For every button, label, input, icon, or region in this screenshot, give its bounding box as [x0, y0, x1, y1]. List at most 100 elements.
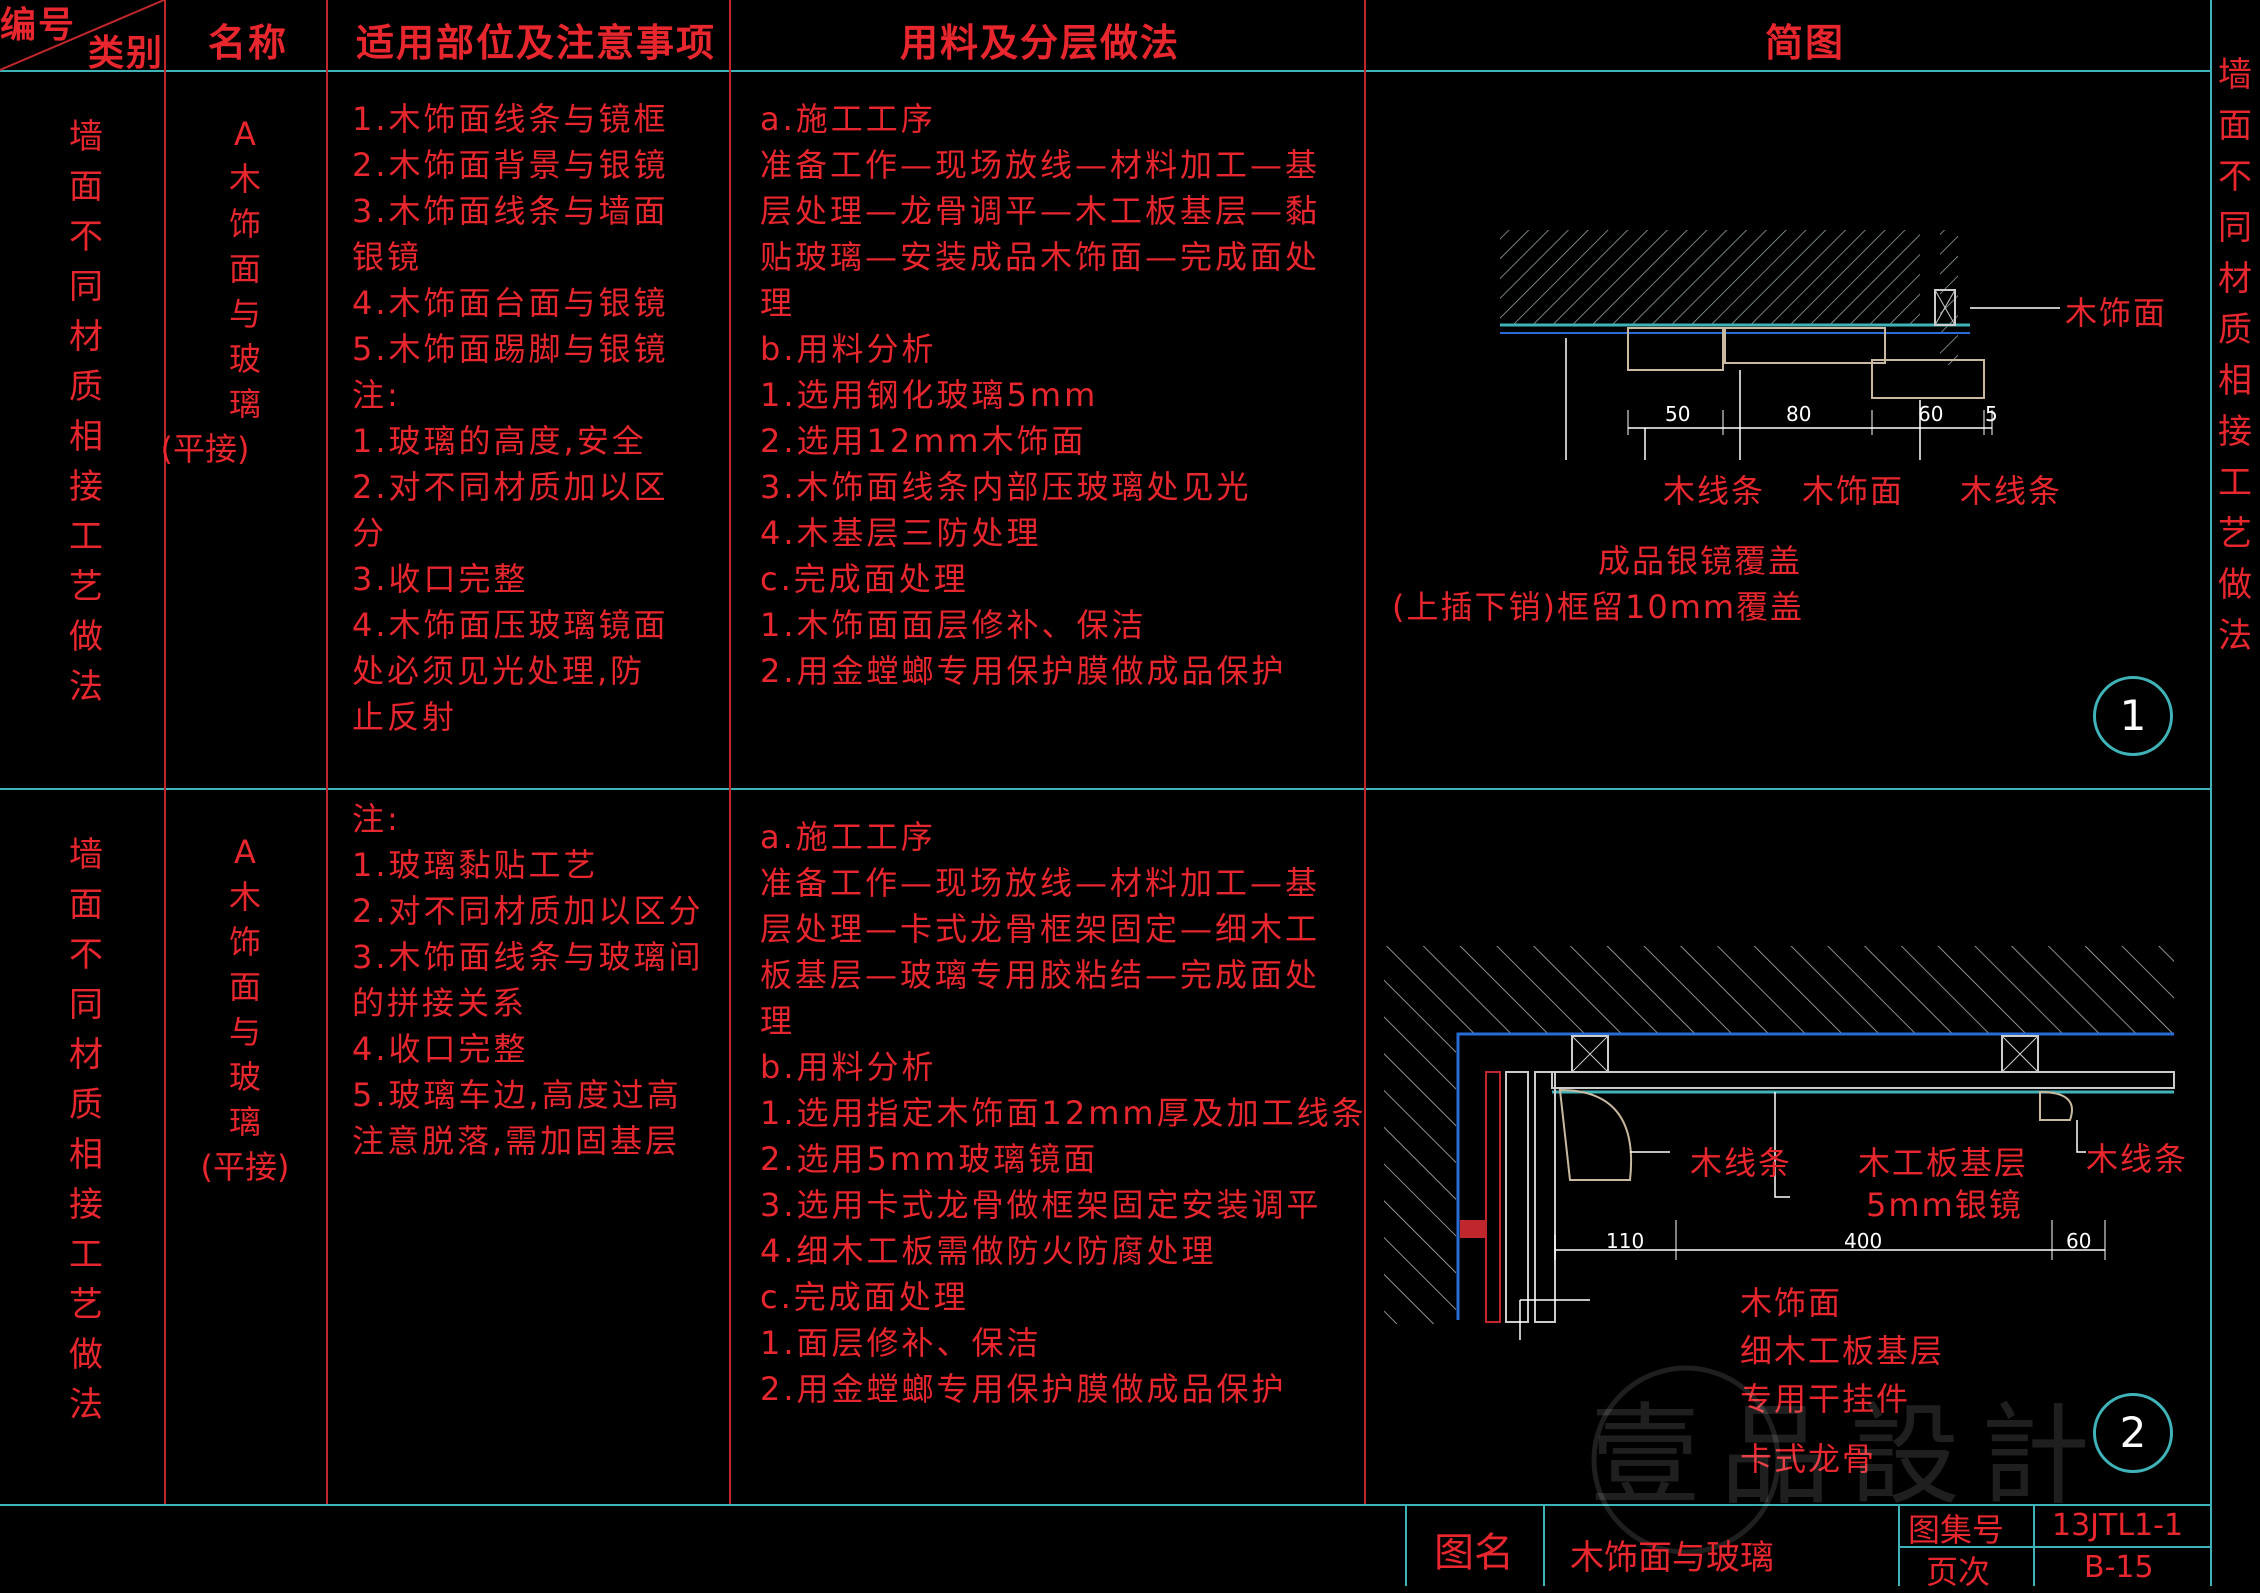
row1-category-char: 墙: [69, 117, 103, 157]
row2-method-line: b.用料分析: [760, 1048, 937, 1086]
header-materials: 用料及分层做法: [900, 21, 1181, 65]
tb-divider-2: [1543, 1506, 1545, 1586]
row1-method-line: 3.木饰面线条内部压玻璃处见光: [760, 468, 1252, 506]
side-title-char: 接: [2218, 412, 2252, 452]
row1-category-char: 不: [69, 217, 103, 257]
side-title-char: 墙: [2218, 55, 2252, 95]
side-title-char: 不: [2218, 157, 2252, 197]
side-title-char: 材: [2218, 259, 2252, 299]
row2-method-line: 准备工作—现场放线—材料加工—基: [760, 864, 1321, 902]
row1-method-line: c.完成面处理: [760, 560, 969, 598]
row1-category-char: 艺: [69, 567, 103, 607]
row1-dim-3: 60: [1918, 402, 1944, 426]
row1-method-line: 层处理—龙骨调平—木工板基层—黏: [760, 192, 1321, 230]
row2-category-char: 不: [69, 935, 103, 975]
row1-note-line: 3.收口完整: [352, 560, 529, 598]
header-diagram: 简图: [1765, 21, 1846, 65]
row1-method-line: 1.选用钢化玻璃5mm: [760, 376, 1099, 414]
row1-note-line: 1.木饰面线条与镜框: [352, 100, 669, 138]
row2-method-line: a.施工工序: [760, 818, 936, 856]
row1-category: 墙面不同材质相接工艺做法: [66, 112, 106, 712]
row1-dim-2: 80: [1786, 402, 1812, 426]
row2-note-line: 4.收口完整: [352, 1030, 529, 1068]
row2-label-keel: 卡式龙骨: [1740, 1440, 1877, 1478]
tb-page-value: B-15: [2084, 1550, 2154, 1585]
row2-name-text: 木饰面与玻璃: [160, 875, 330, 1145]
side-title-char: 做: [2218, 565, 2252, 605]
row2-label-wood-strip-2: 木线条: [2086, 1140, 2189, 1178]
tb-drawing-name-label: 图名: [1434, 1530, 1514, 1576]
row1-label-mirror: 成品银镜覆盖: [1598, 542, 1803, 580]
row1-note-line: 2.对不同材质加以区: [352, 468, 669, 506]
row1-method-line: 理: [760, 284, 796, 322]
row2-method-line: 4.细木工板需做防火防腐处理: [760, 1232, 1217, 1270]
row2-label-wood-strip-1: 木线条: [1690, 1144, 1793, 1182]
row2-method-line: 1.选用指定木饰面12mm厚及加工线条: [760, 1094, 1367, 1132]
row1-note-line: 2.木饰面背景与银镜: [352, 146, 669, 184]
row-divider-line: [0, 788, 2210, 790]
row1-category-char: 接: [69, 467, 103, 507]
row2-category-char: 相: [69, 1135, 103, 1175]
tb-atlas-value: 13JTL1-1: [2052, 1508, 2184, 1543]
row2-detail-number: 2: [2093, 1393, 2173, 1473]
row1-label-wood-face-top: 木饰面: [2065, 294, 2168, 332]
row1-category-char: 做: [69, 617, 103, 657]
row1-category-char: 质: [69, 367, 103, 407]
row1-method: a.施工工序准备工作—现场放线—材料加工—基层处理—龙骨调平—木工板基层—黏贴玻…: [760, 96, 1320, 694]
row1-note-line: 止反射: [352, 698, 458, 736]
row1-method-line: 1.木饰面面层修补、保洁: [760, 606, 1147, 644]
tb-atlas-label: 图集号: [1908, 1511, 2005, 1549]
row1-note-line: 分: [352, 514, 388, 552]
row1-note-line: 4.木饰面压玻璃镜面: [352, 606, 669, 644]
row2-category-char: 材: [69, 1035, 103, 1075]
row2-name-char: 饰: [228, 923, 261, 961]
row2-category: 墙面不同材质相接工艺做法: [66, 830, 106, 1430]
row1-method-line: b.用料分析: [760, 330, 937, 368]
row2-name-char: 木: [228, 878, 261, 916]
row2-category-char: 同: [69, 985, 103, 1025]
row1-category-char: 相: [69, 417, 103, 457]
row1-label-wood-face: 木饰面: [1802, 472, 1905, 510]
row1-note-line: 1.玻璃的高度,安全: [352, 422, 647, 460]
side-title-char: 面: [2218, 106, 2252, 146]
row1-dim-1: 50: [1665, 402, 1691, 426]
row2-name-char: 玻: [228, 1058, 261, 1096]
row2-label-hanger: 专用干挂件: [1740, 1380, 1911, 1418]
row2-category-char: 艺: [69, 1285, 103, 1325]
header-diagonal: [0, 0, 165, 71]
title-block-top-line: [0, 1504, 2210, 1506]
row2-name-char: 璃: [228, 1103, 261, 1141]
row1-name-char: 木: [228, 160, 261, 198]
row1-category-char: 工: [69, 517, 103, 557]
row1-category-char: 面: [69, 167, 103, 207]
row2-diagram: [1384, 946, 2175, 1340]
row1-label-wood-strip-1: 木线条: [1663, 472, 1766, 510]
row1-name-char: 玻: [228, 340, 261, 378]
side-title-char: 同: [2218, 208, 2252, 248]
row2-method-line: 2.选用5mm玻璃镜面: [760, 1140, 1099, 1178]
row2-label-mirror: 5mm银镜: [1866, 1186, 2023, 1224]
row1-name-char: 面: [228, 250, 261, 288]
row1-method-line: 4.木基层三防处理: [760, 514, 1042, 552]
row1-category-char: 法: [69, 667, 103, 707]
row2-method-line: 1.面层修补、保洁: [760, 1324, 1042, 1362]
row2-method-line: 3.选用卡式龙骨做框架固定安装调平: [760, 1186, 1322, 1224]
col-divider-1: [164, 0, 166, 1504]
col-divider-4: [1364, 0, 1366, 1504]
row1-category-char: 同: [69, 267, 103, 307]
row2-category-char: 做: [69, 1335, 103, 1375]
row2-label-fine-board: 细木工板基层: [1740, 1332, 1945, 1370]
watermark-logo-icon: [1591, 1365, 1781, 1555]
row2-label-wood-face: 木饰面: [1740, 1284, 1843, 1322]
row1-name-char: 与: [228, 295, 261, 333]
row1-method-line: 2.用金螳螂专用保护膜做成品保护: [760, 652, 1287, 690]
row1-note-line: 4.木饰面台面与银镜: [352, 284, 669, 322]
row2-category-char: 面: [69, 885, 103, 925]
row2-note-line: 注意脱落,需加固基层: [352, 1122, 681, 1160]
row1-category-char: 材: [69, 317, 103, 357]
row2-method-line: 层处理—卡式龙骨框架固定—细木工: [760, 910, 1321, 948]
row1-diagram: [1500, 230, 2060, 460]
side-title: 墙面不同材质相接工艺做法: [2215, 50, 2255, 662]
